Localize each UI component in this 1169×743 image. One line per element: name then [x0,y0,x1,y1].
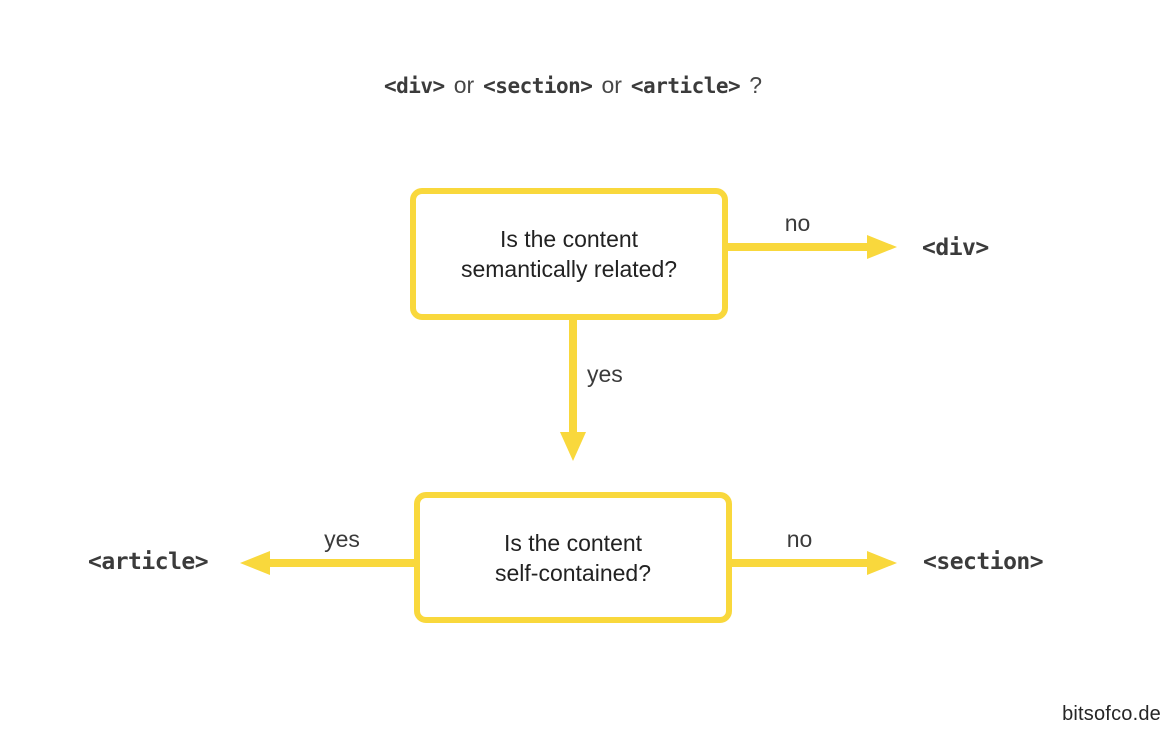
decision-box-self-contained: Is the content self-contained? [414,492,732,623]
question-2-line-2: self-contained? [495,559,651,586]
watermark-bitsofco: bitsofco.de [1062,703,1161,725]
title-question-mark: ? [749,72,762,98]
edge-label-q1-no: no [784,210,811,236]
question-2-line-1: Is the content [503,529,643,556]
edge-label-q1-yes: yes [587,361,623,387]
diagram-title: <div> or <section> or <article>? [0,72,1162,99]
decision-box-semantically-related: Is the content semantically related? [410,188,728,320]
outcome-article-tag: <article> [88,549,209,575]
arrow-q1-yes-head-icon [560,432,586,461]
arrow-q1-yes-shaft [569,318,577,432]
arrow-q1-no-head-icon [867,235,897,259]
edge-label-q2-yes: yes [324,526,360,552]
edge-label-q2-no: no [786,526,813,552]
title-or-2: or [601,72,622,98]
arrow-q2-no-shaft [732,559,867,567]
question-1-line-2: semantically related? [460,256,678,282]
title-div-tag: <div> [383,74,445,98]
title-article-tag: <article> [630,74,741,98]
outcome-div-tag: <div> [922,235,989,261]
arrow-q2-yes-head-icon [240,551,270,575]
arrow-q2-yes-shaft [270,559,414,567]
outcome-section-tag: <section> [923,549,1044,575]
title-or-1: or [453,72,475,98]
question-1-line-1: Is the content [499,226,639,252]
arrow-q2-no-head-icon [867,551,897,575]
arrow-q1-no-shaft [728,243,867,251]
title-section-tag: <section> [483,74,593,98]
